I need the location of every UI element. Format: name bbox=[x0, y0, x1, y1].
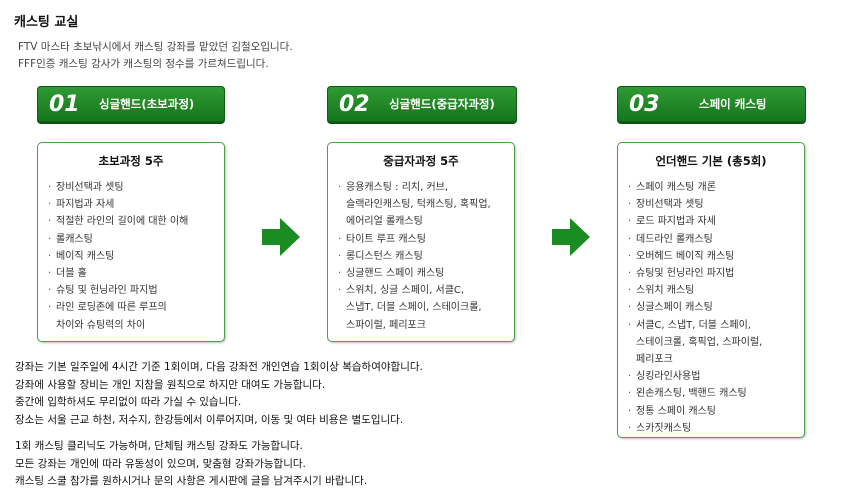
notes-group-2: 1회 캐스팅 클리닉도 가능하며, 단체팀 캐스팅 강좌도 가능합니다. 모든 … bbox=[15, 438, 367, 491]
card-item-text: 스냅T, 더블 스페이, 스테이크롤, bbox=[346, 302, 482, 314]
card-item: 슈팅 및 헌닝라인 파지법 bbox=[48, 282, 216, 299]
note-line: 캐스팅 스쿨 참가를 원하시거나 문의 사항은 게시판에 글을 남겨주시기 바랍… bbox=[15, 475, 368, 487]
card-item-text: 서클C, 스냅T, 더블 스페이, bbox=[636, 319, 751, 331]
step-header-1: 01 싱글핸드(초보과정) bbox=[37, 86, 225, 122]
card-item-text: 로드 파지법과 자세 bbox=[636, 216, 716, 228]
card-item-text: 왼손캐스팅, 백핸드 캐스팅 bbox=[636, 388, 747, 400]
card-item-text: 스위치 캐스팅 bbox=[636, 285, 695, 297]
card-item-text: 스테이크롤, 혹픽업, 스파이럴, bbox=[636, 336, 763, 348]
card-item: 응용캐스팅 : 리치, 커브, 슬랙라인캐스팅, 턱캐스팅, 혹픽업, 에어리얼 롤… bbox=[338, 179, 506, 231]
card-item-text: 스파이럴, 페리포크 bbox=[346, 319, 426, 331]
card-item-text: 슈팅 및 헌닝라인 파지법 bbox=[56, 285, 158, 297]
step-number: 02 bbox=[339, 91, 370, 117]
card-title: 초보과정 5주 bbox=[98, 154, 164, 168]
card-item-list: 응용캐스팅 : 리치, 커브, 슬랙라인캐스팅, 턱캐스팅, 혹픽업, 에어리얼 롤… bbox=[328, 179, 514, 334]
course-card-3: 언더핸드 기본 (총5회) 스페이 캐스팅 개론장비선택과 셋팅로드 파지법과 … bbox=[617, 142, 805, 438]
course-card-1: 초보과정 5주 장비선택과 셋팅파지법과 자세적절한 라인의 길이에 대한 이해… bbox=[37, 142, 225, 342]
course-card-2: 중급자과정 5주 응용캐스팅 : 리치, 커브, 슬랙라인캐스팅, 턱캐스팅, 혹… bbox=[327, 142, 515, 342]
card-item: 더블 홀 bbox=[48, 265, 216, 282]
card-item: 타이트 루프 캐스팅 bbox=[338, 231, 506, 248]
card-item: 장비선택과 셋팅 bbox=[48, 179, 216, 196]
arrow-right-icon bbox=[552, 218, 590, 256]
card-item: 적절한 라인의 길이에 대한 이해 bbox=[48, 213, 216, 230]
card-item: 서클C, 스냅T, 더블 스페이, 스테이크롤, 혹픽업, 스파이럴, 페리포크 bbox=[628, 317, 796, 369]
note-line: 모든 강좌는 개인에 따라 유동성이 있으며, 맞춤형 강좌가능합니다. bbox=[15, 457, 306, 470]
card-item-text: 싱글핸드 스페이 캐스팅 bbox=[346, 268, 445, 280]
card-item-text: 에어리얼 롤캐스팅 bbox=[346, 216, 423, 228]
card-item-text: 슬랙라인캐스팅, 턱캐스팅, 혹픽업, bbox=[346, 199, 491, 211]
card-item-text: 라인 로딩존에 따른 루프의 bbox=[56, 302, 167, 314]
step-label: 싱글핸드(초보과정) bbox=[99, 97, 195, 111]
card-title: 언더핸드 기본 (총5회) bbox=[655, 154, 767, 168]
card-item-text: 장비선택과 셋팅 bbox=[56, 182, 124, 193]
card-item-text: 스페이 캐스팅 개론 bbox=[636, 182, 716, 193]
note-line: 중간에 입학하셔도 무리없이 따라 가실 수 있습니다. bbox=[15, 396, 242, 408]
card-item: 왼손캐스팅, 백핸드 캐스팅 bbox=[628, 385, 796, 402]
arrow-right-icon bbox=[262, 218, 300, 256]
card-item-text: 싱글스페이 캐스팅 bbox=[636, 302, 713, 314]
card-item: 스위치 캐스팅 bbox=[628, 282, 796, 299]
card-item-text: 싱킹라인사용법 bbox=[636, 371, 701, 383]
step-label: 싱글핸드(중급자과정) bbox=[389, 97, 495, 111]
intro-line-1: FTV 마스타 초보낚시에서 캐스팅 강좌를 맡았던 김철오입니다. bbox=[18, 41, 293, 53]
note-line: 강좌는 기본 일주일에 4시간 기준 1회이며, 다음 강좌전 개인연습 1회이… bbox=[15, 361, 423, 373]
step-header-3: 03 스페이 캐스팅 bbox=[617, 86, 806, 122]
card-item-text: 응용캐스팅 : 리치, 커브, bbox=[346, 182, 449, 193]
card-item: 장비선택과 셋팅 bbox=[628, 196, 796, 213]
card-item: 파지법과 자세 bbox=[48, 196, 216, 213]
step-header-2: 02 싱글핸드(중급자과정) bbox=[327, 86, 517, 122]
card-item-text: 정통 스페이 캐스팅 bbox=[636, 405, 716, 417]
card-item: 베이직 캐스팅 bbox=[48, 248, 216, 265]
page-title: 캐스팅 교실 bbox=[14, 15, 79, 30]
card-item-text: 파지법과 자세 bbox=[56, 199, 115, 211]
note-line: 1회 캐스팅 클리닉도 가능하며, 단체팀 캐스팅 강좌도 가능합니다. bbox=[15, 440, 303, 452]
step-label: 스페이 캐스팅 bbox=[699, 97, 767, 111]
card-item-text: 슈팅및 헌닝라인 파지법 bbox=[636, 268, 735, 280]
card-item: 로드 파지법과 자세 bbox=[628, 213, 796, 230]
card-item-text: 스위치, 싱글 스페이, 서클C, bbox=[346, 285, 465, 297]
card-item-text: 오버헤드 베이직 캐스팅 bbox=[636, 250, 735, 262]
card-item-list: 장비선택과 셋팅파지법과 자세적절한 라인의 길이에 대한 이해롤캐스팅베이직 … bbox=[38, 179, 224, 334]
card-item: 오버헤드 베이직 캐스팅 bbox=[628, 248, 796, 265]
card-item-text: 적절한 라인의 길이에 대한 이해 bbox=[56, 216, 189, 228]
card-item-text: 더블 홀 bbox=[56, 268, 87, 280]
step-number: 01 bbox=[49, 91, 80, 117]
card-item: 스위치, 싱글 스페이, 서클C, 스냅T, 더블 스페이, 스테이크롤, 스파이럴… bbox=[338, 282, 506, 334]
card-item-text: 장비선택과 셋팅 bbox=[636, 199, 704, 211]
card-item: 롤캐스팅 bbox=[48, 231, 216, 248]
card-item-text: 롱디스턴스 캐스팅 bbox=[346, 250, 423, 262]
card-item-list: 스페이 캐스팅 개론장비선택과 셋팅로드 파지법과 자세데드라인 롤캐스팅오버헤… bbox=[618, 179, 804, 437]
card-item-text: 차이와 슈팅력의 차이 bbox=[56, 319, 146, 331]
note-line: 장소는 서울 근교 하천, 저수지, 한강등에서 이루어지며, 이동 및 여타 … bbox=[15, 413, 404, 426]
note-line: 강좌에 사용할 장비는 개인 지참을 원칙으로 하지만 대여도 가능합니다. bbox=[15, 378, 326, 391]
card-item-text: 롤캐스팅 bbox=[56, 233, 93, 245]
card-item: 정통 스페이 캐스팅 bbox=[628, 403, 796, 420]
intro-line-2: FFF인증 캐스팅 강사가 캐스팅의 정수를 가르쳐드립니다. bbox=[18, 58, 269, 70]
card-item: 데드라인 롤캐스팅 bbox=[628, 231, 796, 248]
card-item-text: 페리포크 bbox=[636, 354, 673, 366]
step-number: 03 bbox=[629, 91, 660, 117]
card-item-text: 베이직 캐스팅 bbox=[56, 250, 115, 262]
card-item: 싱글핸드 스페이 캐스팅 bbox=[338, 265, 506, 282]
card-item-text: 타이트 루프 캐스팅 bbox=[346, 233, 426, 245]
card-title: 중급자과정 5주 bbox=[383, 154, 459, 168]
notes-group-1: 강좌는 기본 일주일에 4시간 기준 1회이며, 다음 강좌전 개인연습 1회이… bbox=[15, 359, 423, 429]
card-item: 롱디스턴스 캐스팅 bbox=[338, 248, 506, 265]
card-item-text: 스카짓캐스팅 bbox=[636, 422, 692, 434]
card-item: 스카짓캐스팅 bbox=[628, 420, 796, 437]
card-item: 싱글스페이 캐스팅 bbox=[628, 299, 796, 316]
card-item: 스페이 캐스팅 개론 bbox=[628, 179, 796, 196]
card-item: 싱킹라인사용법 bbox=[628, 368, 796, 385]
card-item: 슈팅및 헌닝라인 파지법 bbox=[628, 265, 796, 282]
card-item-text: 데드라인 롤캐스팅 bbox=[636, 233, 713, 245]
